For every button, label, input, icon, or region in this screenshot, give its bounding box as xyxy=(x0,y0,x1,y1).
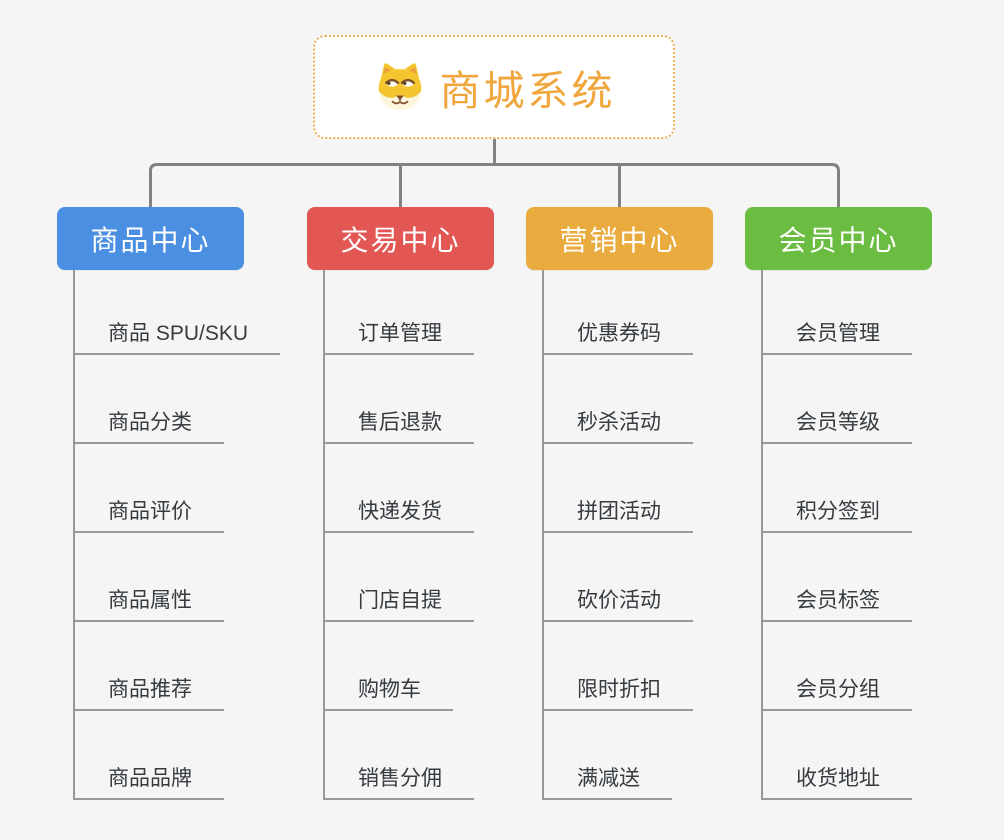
subtopic[interactable]: 收货地址 xyxy=(763,762,912,800)
subtopic-label: 销售分佣 xyxy=(358,767,442,790)
subtopic-label: 收货地址 xyxy=(796,767,880,790)
subtopic-label: 积分签到 xyxy=(796,500,880,523)
subtopic[interactable]: 商品分类 xyxy=(75,406,224,444)
subtopic[interactable]: 限时折扣 xyxy=(544,673,693,711)
subtopic[interactable]: 售后退款 xyxy=(325,406,474,444)
subtopic[interactable]: 会员等级 xyxy=(763,406,912,444)
subtopic-label: 商品推荐 xyxy=(108,678,192,701)
doge-icon xyxy=(373,62,427,112)
root-topic[interactable]: 商城系统 xyxy=(313,35,675,139)
branch-topic[interactable]: 营销中心 xyxy=(526,207,713,270)
subtopic[interactable]: 优惠券码 xyxy=(544,317,693,355)
subtopic-label: 会员等级 xyxy=(796,411,880,434)
subtopic-label: 商品分类 xyxy=(108,411,192,434)
subtopic-label: 快递发货 xyxy=(358,500,442,523)
subtopic[interactable]: 商品品牌 xyxy=(75,762,224,800)
subtopic-label: 会员管理 xyxy=(796,322,880,345)
subtopic[interactable]: 商品评价 xyxy=(75,495,224,533)
branch-topic[interactable]: 会员中心 xyxy=(745,207,932,270)
subtopic[interactable]: 会员标签 xyxy=(763,584,912,622)
subtopic[interactable]: 快递发货 xyxy=(325,495,474,533)
branch-topic-label: 营销中心 xyxy=(559,224,680,256)
subtopic[interactable]: 购物车 xyxy=(325,673,453,711)
branch-topic-label: 商品中心 xyxy=(90,224,211,256)
subtopic[interactable]: 销售分佣 xyxy=(325,762,474,800)
branch-topic-label: 会员中心 xyxy=(778,224,899,256)
branch-items: 会员管理 会员等级 积分签到 会员标签 会员分组 收货地址 xyxy=(761,270,912,800)
subtopic[interactable]: 积分签到 xyxy=(763,495,912,533)
subtopic-label: 拼团活动 xyxy=(577,500,661,523)
subtopic[interactable]: 秒杀活动 xyxy=(544,406,693,444)
branch-items: 优惠券码 秒杀活动 拼团活动 砍价活动 限时折扣 满减送 xyxy=(542,270,693,800)
subtopic-label: 限时折扣 xyxy=(577,678,661,701)
subtopic[interactable]: 门店自提 xyxy=(325,584,474,622)
subtopic[interactable]: 会员分组 xyxy=(763,673,912,711)
root-topic-title: 商城系统 xyxy=(439,68,616,114)
branch-topic[interactable]: 交易中心 xyxy=(307,207,494,270)
subtopic-label: 售后退款 xyxy=(358,411,442,434)
branch-items: 订单管理 售后退款 快递发货 门店自提 购物车 销售分佣 xyxy=(323,270,474,800)
subtopic-label: 满减送 xyxy=(577,767,640,790)
subtopic-label: 订单管理 xyxy=(358,322,442,345)
subtopic[interactable]: 订单管理 xyxy=(325,317,474,355)
subtopic-label: 门店自提 xyxy=(358,589,442,612)
subtopic-label: 商品 SPU/SKU xyxy=(108,322,249,345)
subtopic-label: 会员分组 xyxy=(796,678,880,701)
subtopic-label: 砍价活动 xyxy=(577,589,661,612)
subtopic-label: 秒杀活动 xyxy=(577,411,661,434)
subtopic-label: 商品品牌 xyxy=(108,767,192,790)
branch-topic[interactable]: 商品中心 xyxy=(57,207,244,270)
subtopic-label: 商品属性 xyxy=(108,589,192,612)
subtopic-label: 优惠券码 xyxy=(577,322,661,345)
subtopic-label: 购物车 xyxy=(358,678,421,701)
branch-topic-label: 交易中心 xyxy=(340,224,461,256)
subtopic[interactable]: 商品属性 xyxy=(75,584,224,622)
branch-bus-line xyxy=(149,163,840,207)
subtopic[interactable]: 商品 SPU/SKU xyxy=(75,317,281,355)
subtopic-label: 会员标签 xyxy=(796,589,880,612)
subtopic[interactable]: 满减送 xyxy=(544,762,672,800)
branch-items: 商品 SPU/SKU 商品分类 商品评价 商品属性 商品推荐 商品品牌 xyxy=(73,270,281,800)
subtopic[interactable]: 会员管理 xyxy=(763,317,912,355)
subtopic[interactable]: 拼团活动 xyxy=(544,495,693,533)
subtopic[interactable]: 砍价活动 xyxy=(544,584,693,622)
subtopic[interactable]: 商品推荐 xyxy=(75,673,224,711)
subtopic-label: 商品评价 xyxy=(108,500,192,523)
